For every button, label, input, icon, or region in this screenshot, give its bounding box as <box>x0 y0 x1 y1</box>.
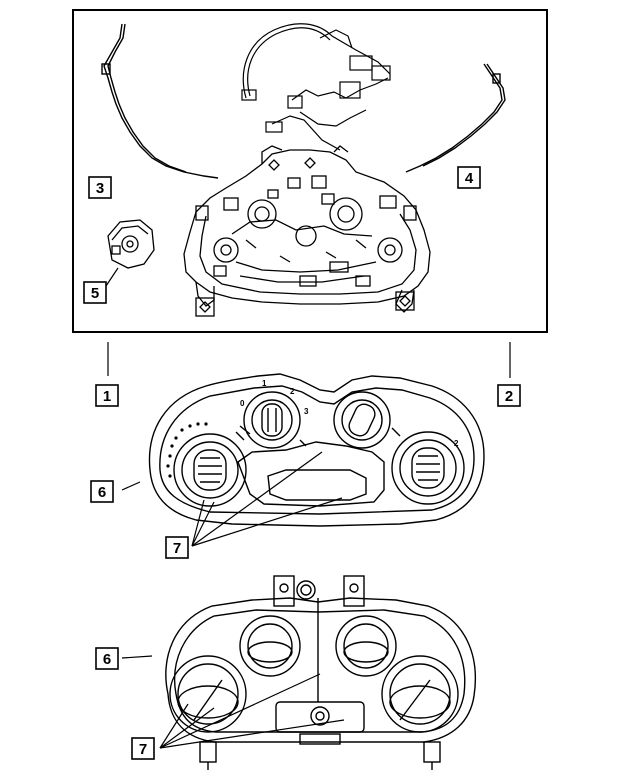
temperature-scale-dots <box>166 422 208 478</box>
svg-text:2: 2 <box>505 388 513 405</box>
control-panel-front-view <box>148 373 485 527</box>
callout-7-rear: 7 <box>131 737 155 760</box>
callout-4: 4 <box>457 166 481 189</box>
svg-text:7: 7 <box>139 741 147 758</box>
svg-text:4: 4 <box>465 170 474 187</box>
callout-1: 1 <box>95 384 119 407</box>
callout-6-rear: 6 <box>95 647 119 670</box>
fan-mark-3: 3 <box>304 407 309 416</box>
callout-3: 3 <box>88 176 112 199</box>
wiring-harness <box>241 23 391 151</box>
fan-mark-0: 0 <box>240 399 245 408</box>
svg-text:5: 5 <box>91 285 99 302</box>
fan-mark-1: 1 <box>262 379 267 388</box>
control-unit-housing <box>183 145 431 317</box>
mode-mark-2: 2 <box>454 439 459 448</box>
svg-text:7: 7 <box>173 540 181 557</box>
callout-7-front: 7 <box>165 536 189 559</box>
control-panel-rear-view <box>165 575 476 770</box>
callout-6-front: 6 <box>90 480 114 503</box>
callout-5: 5 <box>83 281 107 304</box>
svg-text:1: 1 <box>103 388 111 405</box>
fan-mark-2: 2 <box>290 387 295 396</box>
svg-text:6: 6 <box>98 484 106 501</box>
exploded-view-frame <box>72 9 548 333</box>
right-control-cable <box>405 63 506 173</box>
left-control-cable <box>101 23 219 179</box>
svg-text:3: 3 <box>96 180 104 197</box>
blend-door-actuator <box>107 219 155 269</box>
callout-2: 2 <box>497 384 521 407</box>
svg-text:6: 6 <box>103 651 111 668</box>
